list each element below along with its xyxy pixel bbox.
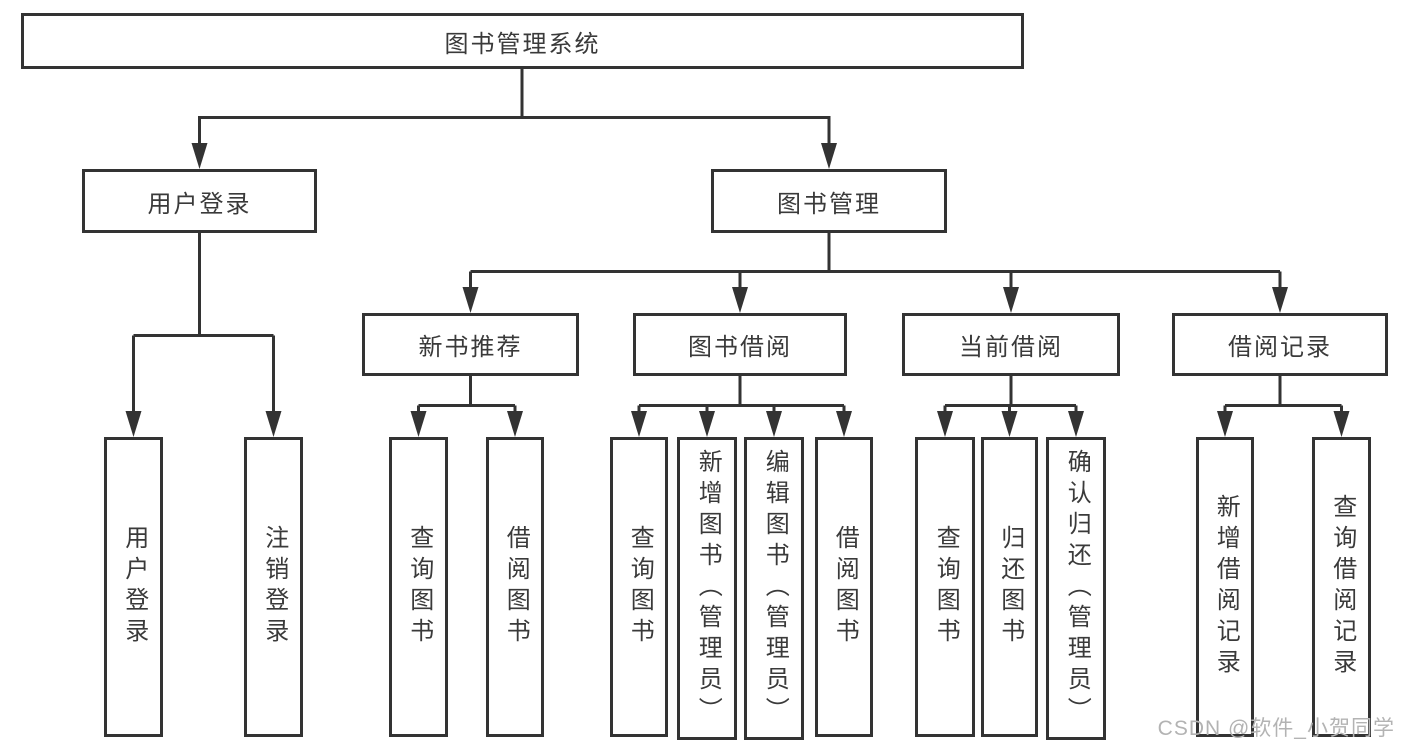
node-current-borrow: 当前借阅 bbox=[902, 313, 1120, 376]
connector-current-to-leaves bbox=[943, 376, 1078, 412]
arrowheads-level2 bbox=[191, 143, 837, 169]
node-book-management: 图书管理 bbox=[711, 169, 947, 233]
leaf-logout: 注销登录 bbox=[244, 437, 303, 737]
leaf-confirm-return-admin: 确认归还（管理员） bbox=[1046, 437, 1106, 740]
leaf-query-borrow-record: 查询借阅记录 bbox=[1312, 437, 1371, 737]
leaf-edit-book-admin: 编辑图书（管理员） bbox=[744, 437, 804, 740]
leaf-user-login: 用户登录 bbox=[104, 437, 163, 737]
leaf-borrow-query-books: 查询图书 bbox=[610, 437, 668, 737]
node-borrow-records: 借阅记录 bbox=[1172, 313, 1388, 376]
leaf-return-books: 归还图书 bbox=[981, 437, 1038, 737]
csdn-watermark: CSDN @软件_小贺同学 bbox=[1157, 717, 1395, 740]
node-new-book-recommend: 新书推荐 bbox=[362, 313, 579, 376]
leaf-add-book-admin: 新增图书（管理员） bbox=[677, 437, 737, 740]
arrowheads-leaves bbox=[125, 411, 1350, 437]
node-library-system: 图书管理系统 bbox=[21, 13, 1024, 69]
leaf-newbook-query-books: 查询图书 bbox=[389, 437, 448, 737]
node-book-borrow: 图书借阅 bbox=[633, 313, 847, 376]
node-user-login: 用户登录 bbox=[82, 169, 317, 233]
connector-root-to-level2 bbox=[198, 69, 831, 145]
leaf-borrow-borrow-books: 借阅图书 bbox=[815, 437, 873, 737]
connector-userlogin-to-leaves bbox=[132, 233, 275, 412]
connector-records-to-leaves bbox=[1223, 376, 1343, 412]
connector-newbook-to-leaves bbox=[417, 376, 517, 412]
connector-bookmgmt-to-level3 bbox=[469, 233, 1282, 289]
arrowheads-level3 bbox=[462, 287, 1288, 313]
leaf-add-borrow-record: 新增借阅记录 bbox=[1196, 437, 1254, 737]
leaf-current-query-books: 查询图书 bbox=[915, 437, 975, 737]
leaf-newbook-borrow-books: 借阅图书 bbox=[486, 437, 544, 737]
connector-borrow-to-leaves bbox=[637, 376, 846, 412]
